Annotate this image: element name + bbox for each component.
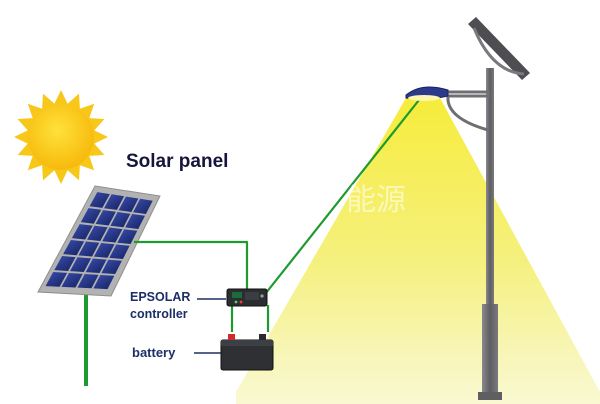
battery-label: battery <box>132 345 176 360</box>
solar-cell <box>71 224 93 240</box>
solar-cell <box>80 208 102 224</box>
solar-cell <box>125 214 145 229</box>
wiring <box>134 99 420 332</box>
battery-icon <box>220 334 274 371</box>
solar-cell <box>87 225 108 241</box>
solar-cell <box>133 198 153 214</box>
watermark: 能源 <box>346 184 406 217</box>
solar-cell <box>63 240 85 256</box>
solar-cell <box>109 244 130 259</box>
solar-cell <box>117 229 138 244</box>
solar-cell <box>85 258 107 273</box>
solar-panel-label: Solar panel <box>126 151 229 172</box>
solar-cell <box>93 243 115 258</box>
solar-cell <box>104 194 125 210</box>
solar-cell <box>45 272 68 287</box>
solar-cell <box>110 212 131 228</box>
solar-cell <box>61 273 83 288</box>
solar-cell <box>102 227 123 243</box>
panel-cells <box>45 192 153 290</box>
solar-cell <box>54 256 76 271</box>
solar-cell <box>118 196 139 212</box>
controller-label: controller <box>130 307 188 321</box>
solar-cell <box>89 192 110 208</box>
solar-cell <box>95 210 116 226</box>
lamp-head-icon <box>405 86 449 101</box>
wire-controller-to-lamp <box>261 99 420 299</box>
controller-brand-label: EPSOLAR <box>130 290 191 304</box>
wire-panel-to-controller <box>134 240 249 289</box>
solar-cell <box>70 257 92 272</box>
sun-icon <box>14 90 108 184</box>
solar-panel-icon <box>37 185 161 386</box>
solar-cell <box>78 241 100 257</box>
solar-cell <box>77 274 99 289</box>
light-beam <box>236 98 600 404</box>
pole-top-panel <box>468 17 530 80</box>
street-light-pole-icon <box>440 17 530 400</box>
panel-post <box>84 284 88 386</box>
solar-cell <box>101 259 122 274</box>
charge-controller-icon <box>226 288 268 307</box>
solar-cell <box>93 275 115 290</box>
